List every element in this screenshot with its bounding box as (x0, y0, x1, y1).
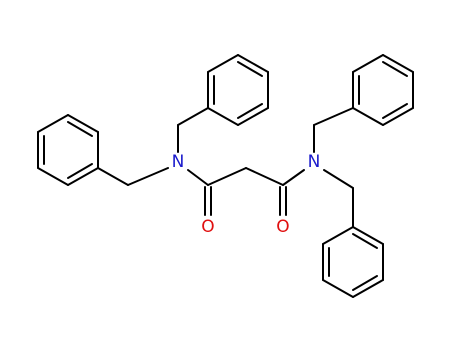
bond-ring-to-ch2 (97, 167, 129, 186)
bond-n-to-ch2 (323, 169, 354, 189)
ring-bond (352, 226, 384, 245)
ring-bond (37, 167, 69, 186)
ring-bond (37, 114, 69, 133)
ring-bond (207, 107, 239, 126)
ring-bond (237, 54, 269, 73)
ring-bond (67, 114, 99, 133)
nitrogen-atom-left: N (172, 152, 185, 172)
phenyl-ring-top-left (207, 54, 269, 126)
ring-inner-bond (352, 275, 378, 291)
bond-carbonyl-to-ch2 (207, 167, 247, 186)
backbone-bonds (97, 107, 354, 228)
phenyl-ring-top-right (352, 54, 414, 126)
ring-bond (237, 107, 269, 126)
ring-inner-bond (67, 163, 93, 179)
bond-ch2-to-carbonyl (245, 167, 284, 186)
bond-ring-to-ch2 (177, 107, 209, 126)
ring-bond (322, 279, 354, 298)
bond-ch2-to-n (127, 167, 169, 186)
ring-bond (382, 107, 414, 126)
oxygen-atom-right: O (276, 217, 289, 237)
ring-bond (352, 279, 384, 298)
ring-inner-bond (352, 233, 378, 249)
bond-carbonyl-to-n (282, 169, 305, 186)
ring-bond (382, 54, 414, 73)
ring-inner-bond (382, 103, 408, 119)
phenyl-ring-bottom-right (322, 226, 384, 298)
ring-inner-bond (237, 61, 263, 77)
ring-bond (207, 54, 239, 73)
ring-bond (352, 107, 384, 126)
nitrogen-atom-right: N (308, 152, 321, 172)
ring-bond (322, 226, 354, 245)
phenyl-ring-left (37, 114, 99, 186)
ring-inner-bond (67, 121, 93, 137)
bond-ch2-to-ring (313, 107, 354, 126)
ring-inner-bond (237, 103, 263, 119)
ring-bond (352, 54, 384, 73)
ring-inner-bond (382, 61, 408, 77)
ring-bond (67, 167, 99, 186)
bond-n-to-carbonyl (187, 169, 209, 186)
oxygen-atom-left: O (201, 217, 214, 237)
